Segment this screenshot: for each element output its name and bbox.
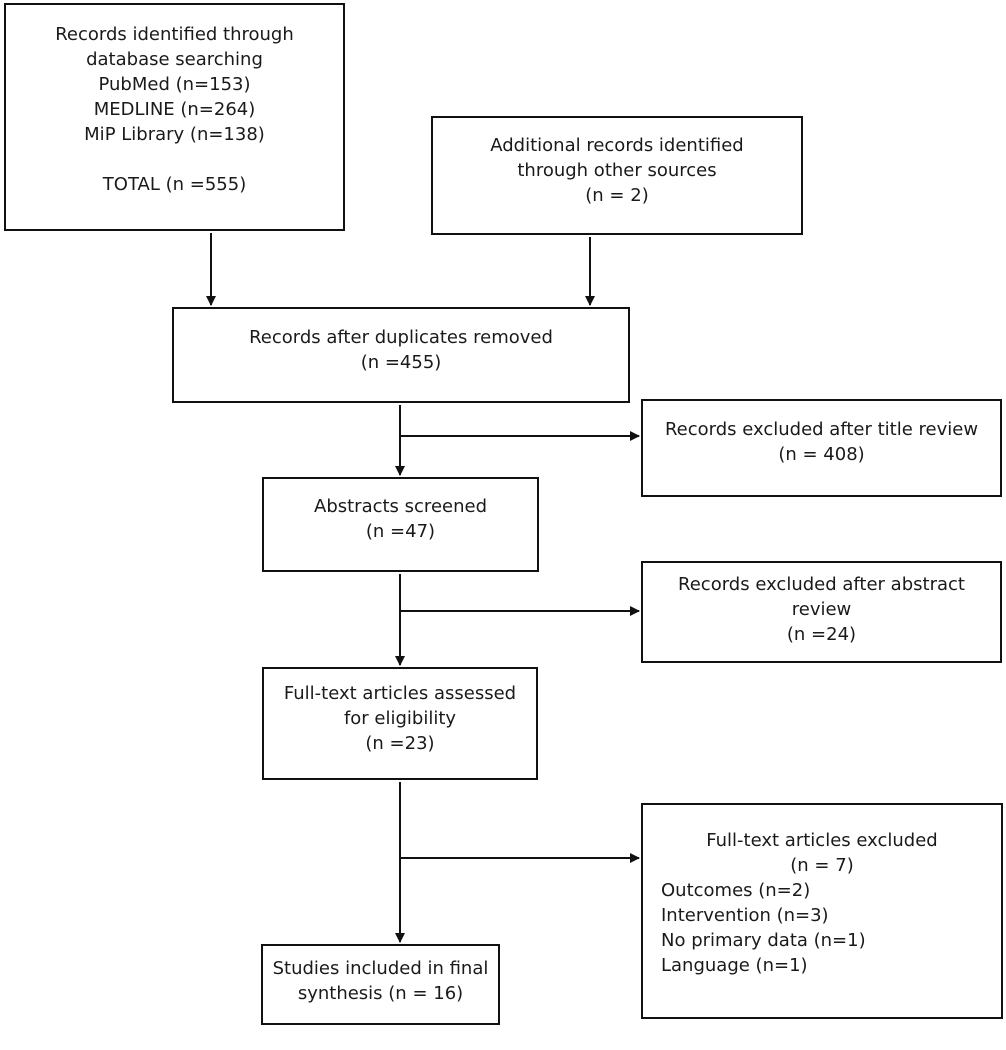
box-text-line: Full-text articles excluded <box>706 830 938 851</box>
source-medline: MEDLINE (n=264) <box>93 99 256 120</box>
box-text-line: for eligibility <box>343 708 457 729</box>
box-text-line: Records identified through <box>55 24 294 45</box>
box-text-line: Records after duplicates removed <box>249 327 553 348</box>
exclusion-reason-outcomes: Outcomes (n=2) <box>661 880 811 901</box>
box-count: (n =24) <box>786 624 857 645</box>
database-total: TOTAL (n =555) <box>102 174 247 195</box>
other-sources-box: Additional records identified through ot… <box>431 116 803 235</box>
box-text-line: Additional records identified <box>490 135 744 156</box>
exclusion-reason-language: Language (n=1) <box>661 955 808 976</box>
exclusion-reason-no-primary-data: No primary data (n=1) <box>661 930 866 951</box>
box-text-line: Abstracts screened <box>314 496 487 517</box>
database-records-box: Records identified through database sear… <box>4 3 345 231</box>
fulltext-assessed-box: Full-text articles assessed for eligibil… <box>262 667 538 780</box>
box-count: (n =47) <box>365 521 436 542</box>
fulltext-excluded-box: Full-text articles excluded (n = 7) Outc… <box>641 803 1003 1019</box>
box-text-line: Studies included in final <box>272 958 489 979</box>
box-count: (n =455) <box>360 352 442 373</box>
deduplicated-records-box: Records after duplicates removed (n =455… <box>172 307 630 403</box>
title-excluded-box: Records excluded after title review (n =… <box>641 399 1002 497</box>
box-count: (n = 2) <box>585 185 649 206</box>
box-text-line: through other sources <box>517 160 717 181</box>
box-text-line: Records excluded after abstract <box>678 574 965 595</box>
final-synthesis-box: Studies included in final synthesis (n =… <box>261 944 500 1025</box>
abstract-excluded-box: Records excluded after abstract review (… <box>641 561 1002 663</box>
box-text-line: database searching <box>86 49 263 70</box>
box-text-line: review <box>791 599 852 620</box>
box-count: (n = 7) <box>790 855 854 876</box>
box-text-line: Records excluded after title review <box>664 419 979 440</box>
box-text-line: synthesis (n = 16) <box>297 983 464 1004</box>
source-mip-library: MiP Library (n=138) <box>84 124 265 145</box>
exclusion-reason-intervention: Intervention (n=3) <box>661 905 829 926</box>
box-count: (n = 408) <box>778 444 865 465</box>
box-count: (n =23) <box>365 733 435 754</box>
spacer <box>6 147 343 172</box>
source-pubmed: PubMed (n=153) <box>98 74 251 95</box>
abstracts-screened-box: Abstracts screened (n =47) <box>262 477 539 572</box>
box-text-line: Full-text articles assessed <box>283 683 517 704</box>
